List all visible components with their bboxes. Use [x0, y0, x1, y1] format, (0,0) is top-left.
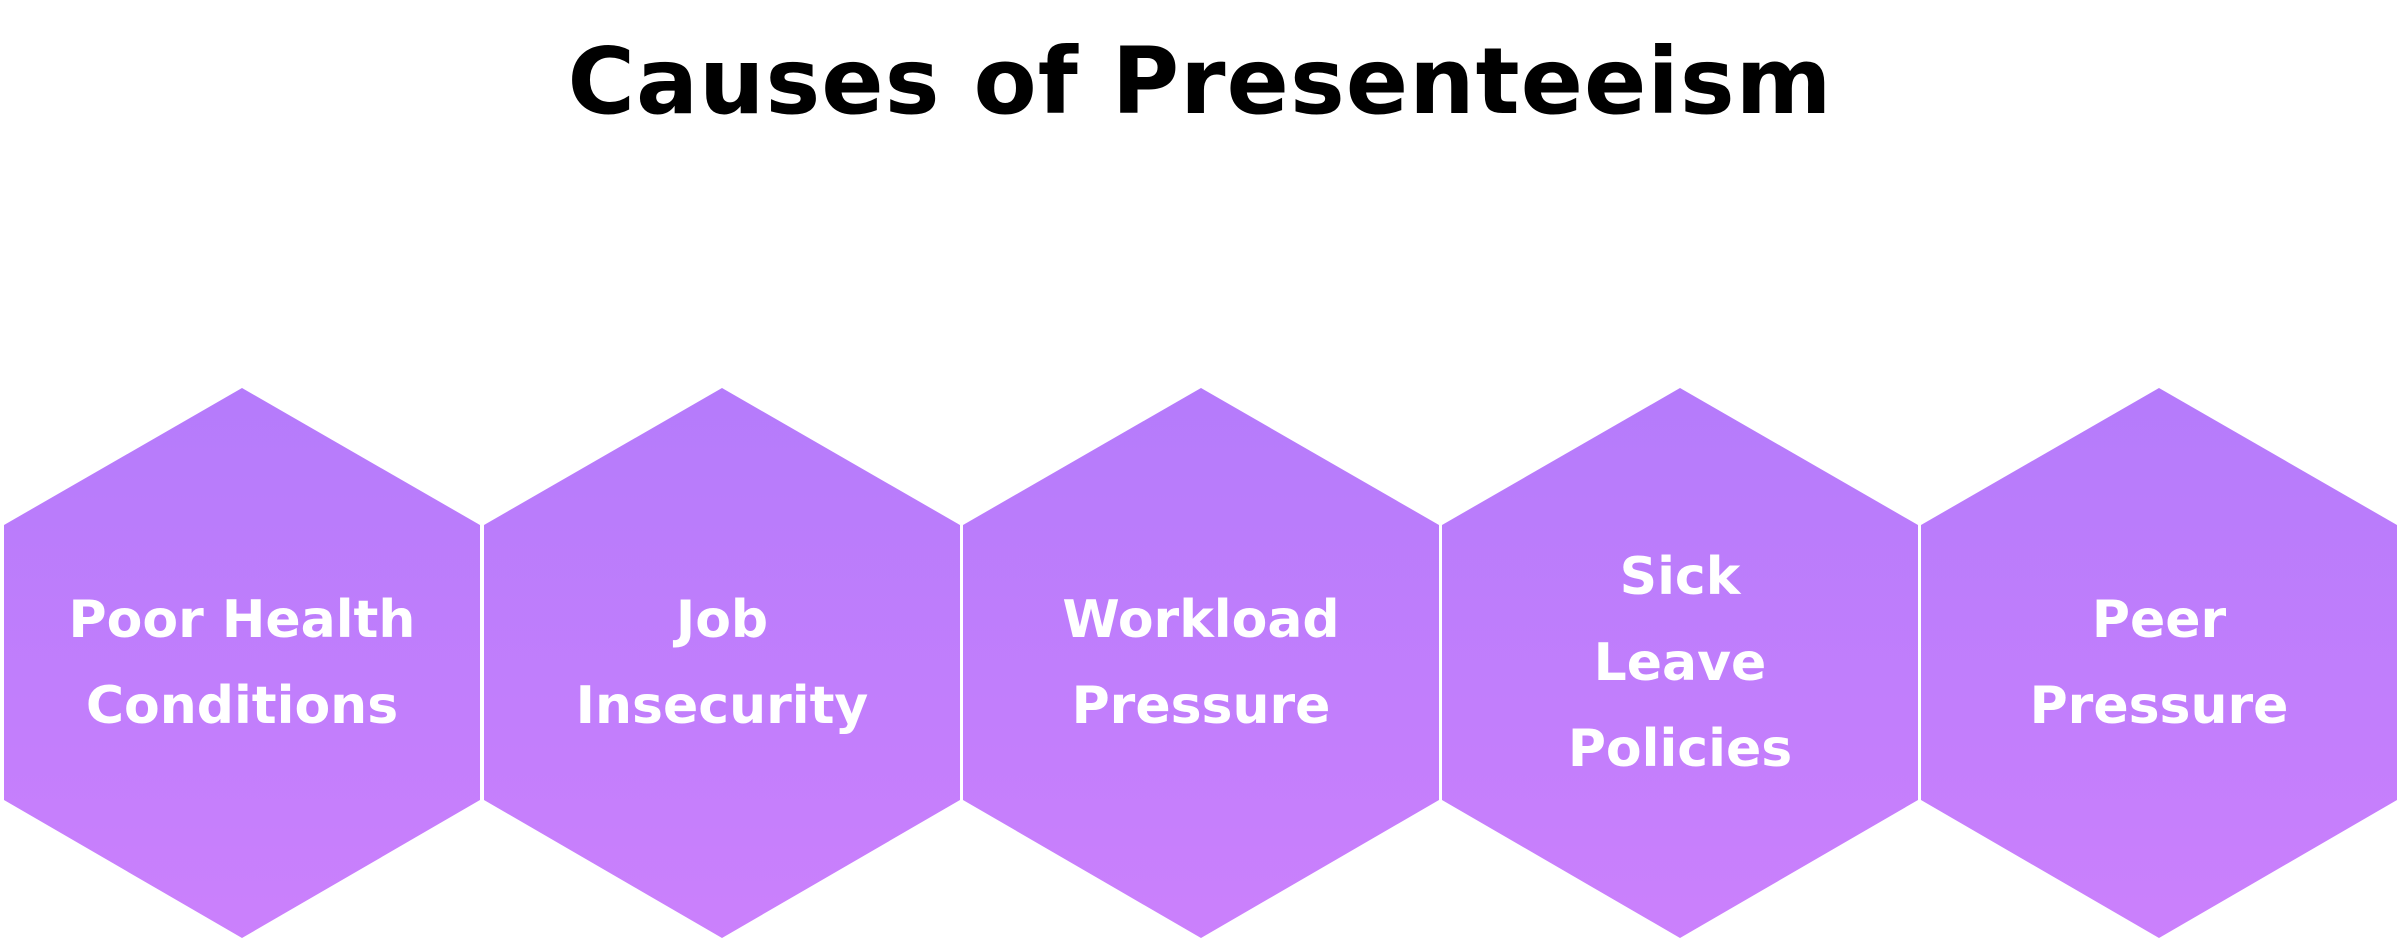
cause-hexagon-poor-health: Poor Health Conditions	[4, 388, 480, 938]
hexagon-shape	[484, 388, 960, 938]
hexagon-shape	[1921, 388, 2397, 938]
cause-label: Sick Leave Policies	[1567, 547, 1793, 779]
hexagon-shape	[1442, 388, 1918, 938]
cause-label: Job Insecurity	[575, 590, 869, 736]
diagram-title: Causes of Presenteeism	[567, 28, 1833, 135]
cause-hexagon-sick-leave-policies: Sick Leave Policies	[1442, 388, 1918, 938]
cause-hexagon-workload-pressure: Workload Pressure	[963, 388, 1439, 938]
causes-row: Poor Health Conditions Job Insecurity	[0, 388, 2400, 938]
cause-hexagon-peer-pressure: Peer Pressure	[1921, 388, 2397, 938]
cause-label: Peer Pressure	[2029, 590, 2289, 736]
cause-label: Workload Pressure	[1062, 590, 1340, 736]
cause-hexagon-job-insecurity: Job Insecurity	[484, 388, 960, 938]
cause-label: Poor Health Conditions	[68, 590, 416, 736]
hexagon-shape	[4, 388, 480, 938]
hexagon-shape	[963, 388, 1439, 938]
